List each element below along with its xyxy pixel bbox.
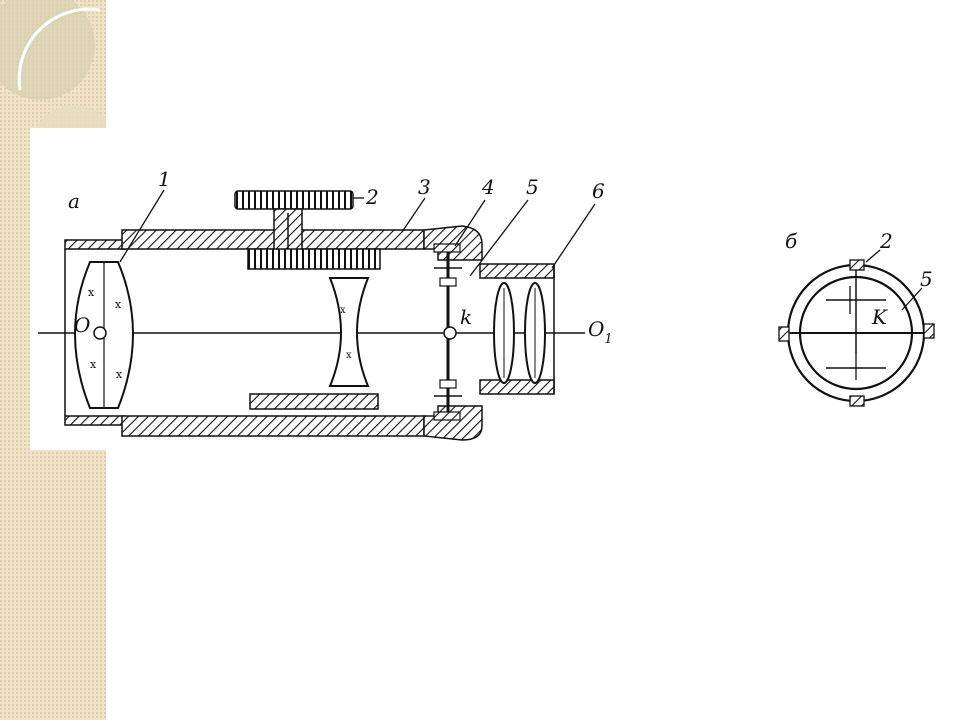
svg-text:x: x — [90, 358, 97, 371]
focus-knob-wheel[interactable] — [234, 190, 354, 210]
panel-b: б K 2 5 — [778, 229, 935, 407]
adjust-screw-top — [849, 259, 865, 271]
panel-b-point-label: K — [871, 305, 888, 329]
reticle-assembly: k — [433, 243, 472, 421]
svg-text:x: x — [340, 305, 346, 316]
panel-b-callout-2: 2 — [879, 229, 893, 253]
deco-circle-large — [0, 0, 95, 100]
callout-6: 6 — [592, 179, 605, 203]
optical-diagram-figure: а x x x x — [30, 128, 960, 450]
svg-text:x: x — [88, 286, 95, 299]
focusing-lens: x x — [328, 277, 370, 387]
axis-end-label: O1 — [588, 317, 613, 347]
objective-center-point — [93, 326, 107, 340]
svg-text:x: x — [116, 368, 123, 381]
lens-carrier-guide — [249, 393, 379, 410]
axis-end-label-main: O — [588, 317, 604, 341]
objective-lens: x x x x O — [74, 261, 134, 409]
panel-a-callouts: 1 2 3 4 5 6 — [119, 167, 605, 277]
focus-rack — [247, 248, 381, 270]
callout-3: 3 — [418, 175, 431, 199]
eyepiece-tube — [479, 263, 555, 395]
panel-b-label: б — [785, 229, 798, 253]
tube-top-wall — [64, 229, 425, 250]
svg-text:x: x — [115, 298, 122, 311]
svg-text:x: x — [346, 350, 352, 361]
tube-bottom-wall — [64, 415, 425, 437]
adjust-screw-left — [778, 326, 790, 342]
adjust-screw-bottom — [849, 395, 865, 407]
deco-arc — [17, 7, 101, 91]
reticle-point-label: k — [460, 305, 472, 329]
adjust-screw-right — [923, 323, 935, 339]
axis-start-label: O — [74, 313, 90, 337]
panel-b-callout-5: 5 — [920, 267, 933, 291]
optical-diagram: а x x x x — [38, 167, 935, 441]
panel-a-label: а — [68, 189, 80, 213]
callout-2: 2 — [365, 185, 379, 209]
axis-end-label-sub: 1 — [604, 332, 612, 347]
callout-4: 4 — [481, 175, 495, 199]
panel-a: а x x x x — [38, 167, 613, 441]
callout-1: 1 — [158, 167, 171, 191]
reticle-center-point — [443, 326, 457, 340]
callout-5: 5 — [526, 175, 539, 199]
